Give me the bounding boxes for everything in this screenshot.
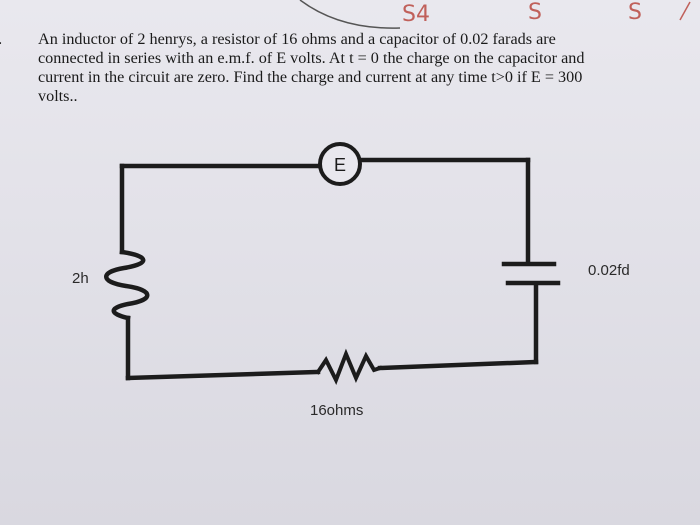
tick-mark bbox=[679, 1, 691, 21]
problem-line-1: 2.An inductor of 2 henrys, a resistor of… bbox=[0, 30, 686, 49]
resistor-label: 16ohms bbox=[310, 402, 364, 419]
inductor-coil bbox=[104, 249, 150, 321]
handwritten-mark-2: S bbox=[528, 0, 542, 25]
capacitor-label: 0.02fd bbox=[588, 262, 630, 279]
problem-statement: 2.An inductor of 2 henrys, a resistor of… bbox=[0, 30, 686, 106]
handwritten-mark-3: S bbox=[628, 0, 642, 25]
problem-line-4: volts.. bbox=[38, 87, 78, 105]
voltage-source-circle bbox=[318, 142, 362, 186]
bottom-wire-right bbox=[377, 359, 539, 371]
resistor-zigzag bbox=[315, 348, 383, 385]
handwritten-mark-1: S4 bbox=[402, 2, 430, 27]
problem-number: 2. bbox=[0, 30, 38, 49]
problem-line-3: current in the circuit are zero. Find th… bbox=[38, 68, 583, 86]
problem-line-2: connected in series with an e.m.f. of E … bbox=[38, 49, 585, 67]
inductor-label: 2h bbox=[72, 270, 89, 287]
bottom-wire-left bbox=[125, 369, 321, 381]
top-curve-mark bbox=[299, 0, 401, 29]
source-label: E bbox=[334, 155, 346, 175]
